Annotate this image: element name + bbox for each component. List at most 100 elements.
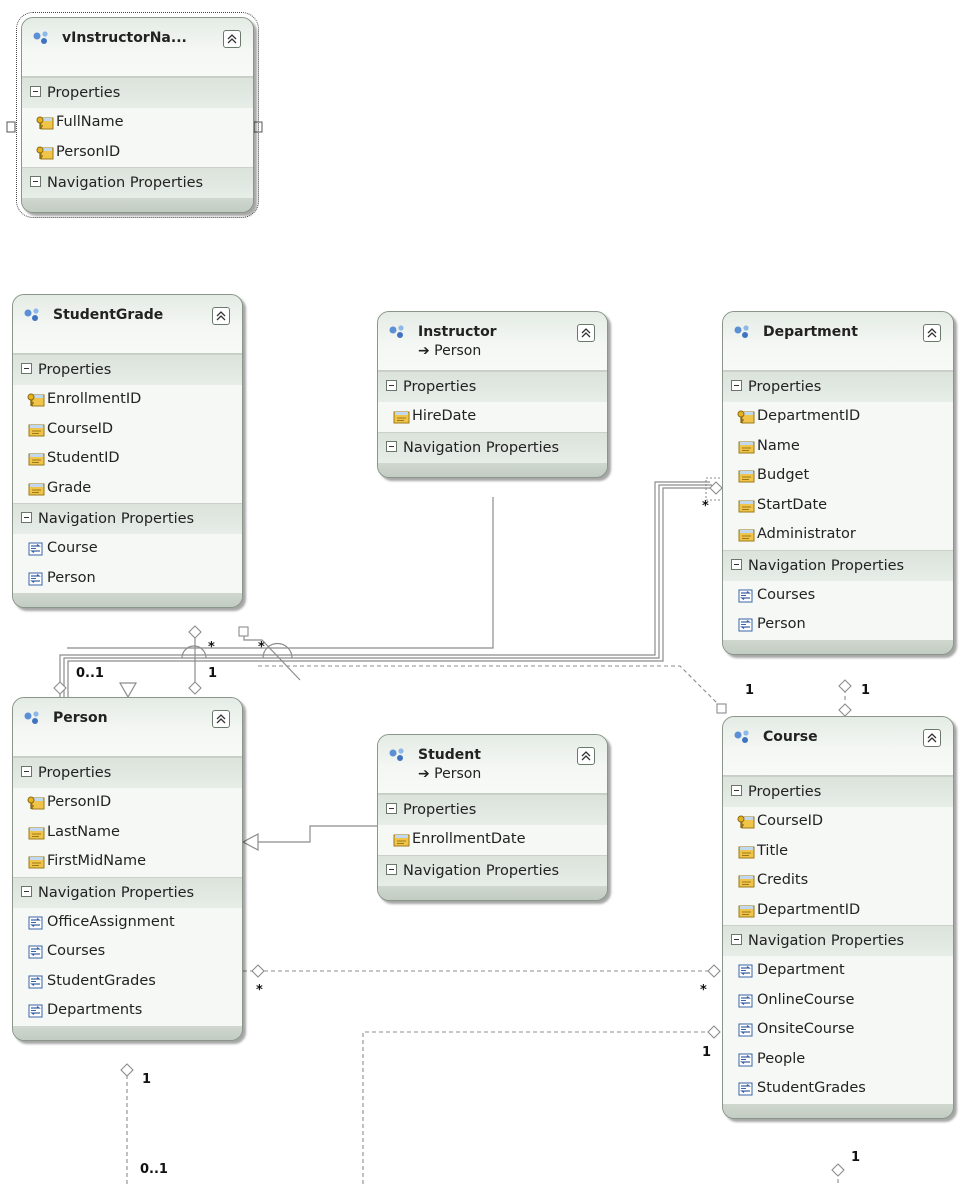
scalar-property-icon — [738, 500, 755, 512]
property-row[interactable]: LastName — [13, 818, 242, 848]
key-property-icon — [36, 146, 54, 159]
scalar-property-icon — [393, 411, 410, 424]
properties-section-header[interactable]: Properties — [22, 77, 253, 108]
collapse-minus-icon[interactable] — [30, 86, 41, 97]
entity-header[interactable]: StudentGrade — [13, 295, 242, 354]
navigation-row[interactable]: Department — [723, 956, 953, 986]
properties-section-header[interactable]: Properties — [378, 794, 607, 825]
entity-vinstructorname[interactable]: vInstructorNa... Properties FullName Per… — [16, 12, 259, 218]
entity-header[interactable]: Student ➔ Person — [378, 735, 607, 794]
entity-header[interactable]: Department — [723, 312, 953, 371]
property-row[interactable]: CourseID — [13, 415, 242, 445]
navigation-row[interactable]: OnlineCourse — [723, 986, 953, 1016]
properties-section-header[interactable]: Properties — [723, 371, 953, 402]
multiplicity-label: 1 — [142, 1072, 152, 1087]
scalar-property-icon — [738, 470, 755, 483]
properties-section-header[interactable]: Properties — [13, 354, 242, 385]
property-row[interactable]: Credits — [723, 866, 953, 896]
collapse-chevron-icon[interactable] — [577, 747, 595, 765]
entity-header[interactable]: Course — [723, 717, 953, 776]
navigation-row[interactable]: StudentGrades — [723, 1074, 953, 1104]
collapse-minus-icon[interactable] — [21, 512, 32, 523]
navigation-row[interactable]: StudentGrades — [13, 967, 242, 997]
property-row[interactable]: Title — [723, 837, 953, 867]
collapse-minus-icon[interactable] — [21, 363, 32, 374]
entity-footer — [13, 1025, 242, 1040]
entity-header[interactable]: Instructor ➔ Person — [378, 312, 607, 371]
navigation-row[interactable]: People — [723, 1045, 953, 1075]
property-row[interactable]: Administrator — [723, 520, 953, 550]
entity-type-icon — [389, 325, 404, 338]
property-row[interactable]: StudentID — [13, 444, 242, 474]
property-row[interactable]: Budget — [723, 461, 953, 491]
collapse-chevron-icon[interactable] — [923, 729, 941, 747]
navigation-row[interactable]: Person — [723, 610, 953, 640]
collapse-minus-icon[interactable] — [386, 440, 397, 452]
navigation-property-icon — [738, 964, 753, 978]
navigation-row[interactable]: Course — [13, 534, 242, 564]
multiplicity-label: 0..1 — [140, 1162, 168, 1177]
property-row[interactable]: DepartmentID — [723, 402, 953, 432]
entity-header[interactable]: vInstructorNa... — [22, 18, 253, 77]
navigation-row[interactable]: Person — [13, 564, 242, 594]
property-row[interactable]: DepartmentID — [723, 896, 953, 926]
collapse-minus-icon[interactable] — [386, 380, 397, 391]
entity-course[interactable]: Course Properties CourseID Title Credits… — [722, 716, 954, 1119]
collapse-minus-icon[interactable] — [386, 803, 397, 814]
property-row[interactable]: PersonID — [22, 138, 253, 168]
collapse-chevron-icon[interactable] — [923, 324, 941, 342]
collapse-chevron-icon[interactable] — [223, 30, 241, 48]
collapse-minus-icon[interactable] — [386, 863, 397, 875]
navigation-row[interactable]: Courses — [13, 937, 242, 967]
property-row[interactable]: Grade — [13, 474, 242, 504]
navigation-list: Department OnlineCourse OnsiteCourse Peo… — [723, 956, 953, 1104]
property-row[interactable]: EnrollmentDate — [378, 825, 607, 855]
properties-section-header[interactable]: Properties — [378, 371, 607, 402]
property-row[interactable]: HireDate — [378, 402, 607, 432]
collapse-minus-icon[interactable] — [731, 785, 742, 796]
collapse-minus-icon[interactable] — [30, 176, 41, 187]
navigation-row[interactable]: OfficeAssignment — [13, 908, 242, 938]
navigation-section-header[interactable]: Navigation Properties — [13, 876, 242, 908]
property-name: Credits — [757, 872, 809, 888]
collapse-minus-icon[interactable] — [21, 885, 32, 897]
entity-department[interactable]: Department Properties DepartmentID Name … — [722, 311, 954, 655]
collapse-minus-icon[interactable] — [731, 380, 742, 391]
collapse-minus-icon[interactable] — [731, 558, 742, 570]
entity-studentgrade[interactable]: StudentGrade Properties EnrollmentID Cou… — [12, 294, 243, 608]
collapse-minus-icon[interactable] — [731, 934, 742, 945]
collapse-minus-icon[interactable] — [21, 766, 32, 777]
entity-person[interactable]: Person Properties PersonID LastName Firs… — [12, 697, 243, 1041]
property-row[interactable]: StartDate — [723, 491, 953, 521]
properties-section-header[interactable]: Properties — [723, 776, 953, 807]
navigation-property-icon — [28, 975, 43, 988]
navigation-list: Course Person — [13, 534, 242, 593]
property-row[interactable]: CourseID — [723, 807, 953, 837]
property-row[interactable]: Name — [723, 432, 953, 462]
navigation-section-header[interactable]: Navigation Properties — [723, 925, 953, 956]
entity-header[interactable]: Person — [13, 698, 242, 757]
entity-student[interactable]: Student ➔ Person Properties EnrollmentDa… — [377, 734, 608, 901]
navigation-section-header[interactable]: Navigation Properties — [22, 167, 253, 198]
property-name: LastName — [47, 823, 120, 840]
multiplicity-label: 1 — [851, 1150, 861, 1165]
navigation-section-header[interactable]: Navigation Properties — [723, 549, 953, 581]
property-row[interactable]: PersonID — [13, 788, 242, 818]
navigation-section-header[interactable]: Navigation Properties — [378, 431, 607, 463]
collapse-chevron-icon[interactable] — [212, 307, 230, 325]
collapse-chevron-icon[interactable] — [212, 710, 230, 728]
entity-type-icon — [24, 308, 39, 321]
navigation-section-header[interactable]: Navigation Properties — [13, 503, 242, 534]
navigation-row[interactable]: OnsiteCourse — [723, 1015, 953, 1045]
property-row[interactable]: FullName — [22, 108, 253, 138]
collapse-chevron-icon[interactable] — [577, 324, 595, 342]
property-name: Grade — [47, 479, 92, 496]
property-row[interactable]: EnrollmentID — [13, 385, 242, 415]
navigation-row[interactable]: Courses — [723, 581, 953, 611]
entity-instructor[interactable]: Instructor ➔ Person Properties HireDate … — [377, 311, 608, 478]
properties-list: EnrollmentID CourseID StudentID Grade — [13, 385, 242, 503]
navigation-section-header[interactable]: Navigation Properties — [378, 854, 607, 886]
properties-section-header[interactable]: Properties — [13, 757, 242, 788]
navigation-row[interactable]: Departments — [13, 996, 242, 1026]
property-row[interactable]: FirstMidName — [13, 847, 242, 877]
